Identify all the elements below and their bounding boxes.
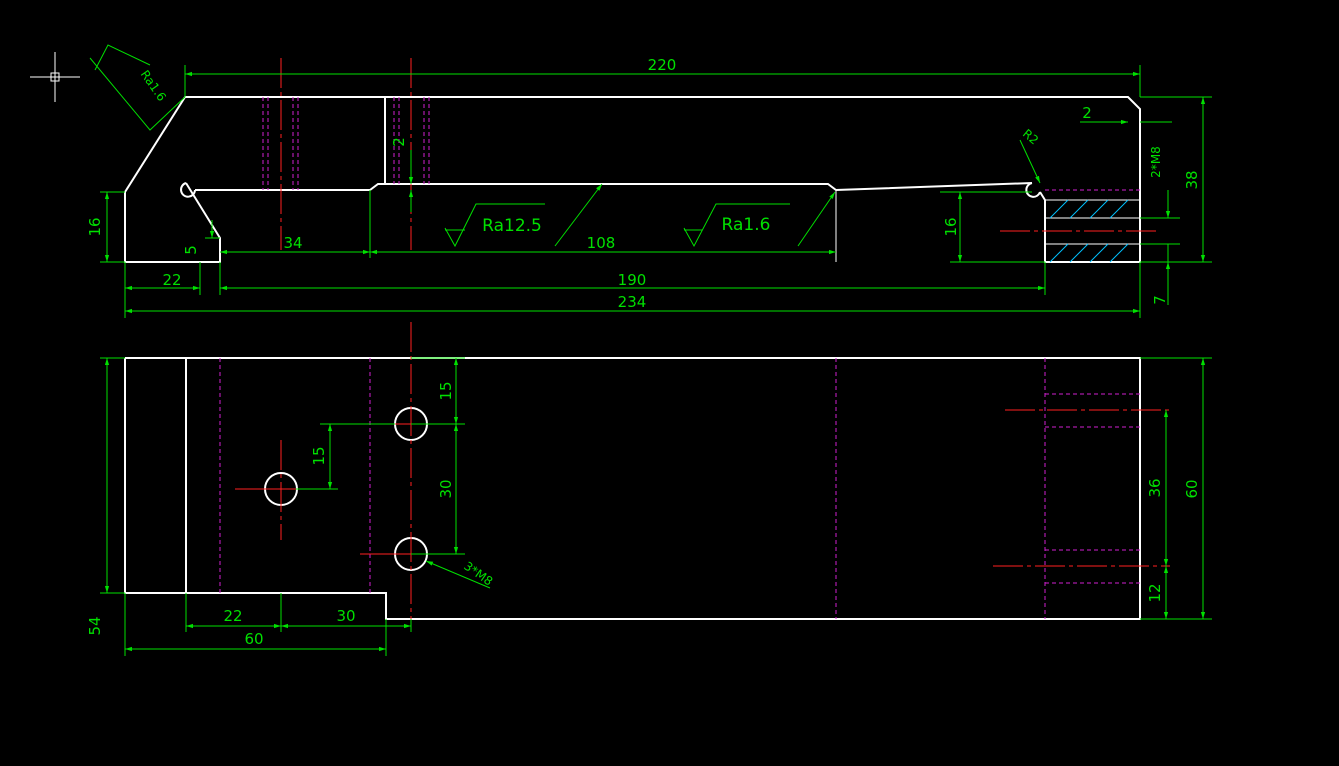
dim-7: 7 xyxy=(1151,295,1169,305)
dim-60-horizontal: 60 xyxy=(244,630,263,648)
roughness-label-mid: Ra12.5 xyxy=(482,216,542,236)
surface-roughness-symbol-icon xyxy=(89,44,186,131)
front-view: 220 234 190 22 5 16 34 2 108 2 16 38 2*M… xyxy=(86,44,1212,318)
roughness-label-right: Ra1.6 xyxy=(722,215,771,235)
dim-36: 36 xyxy=(1146,478,1164,497)
dim-190: 190 xyxy=(618,271,647,289)
top-view-dimensions xyxy=(100,357,1212,656)
crosshair-cursor-icon xyxy=(30,52,80,102)
dim-38: 38 xyxy=(1183,170,1201,189)
thread-note-2m8: 2*M8 xyxy=(1149,146,1163,178)
dim-5: 5 xyxy=(182,245,200,255)
surface-roughness-symbol-icon xyxy=(683,191,836,248)
top-view-hidden-lines xyxy=(219,358,1140,619)
front-view-dimensions xyxy=(100,65,1212,318)
dim-234: 234 xyxy=(618,293,647,311)
dim-108: 108 xyxy=(587,234,616,252)
dim-34: 34 xyxy=(283,234,302,252)
dim-22-top: 22 xyxy=(223,607,242,625)
dim-22-front: 22 xyxy=(162,271,181,289)
dim-30-horizontal: 30 xyxy=(336,607,355,625)
dim-15-top: 15 xyxy=(437,381,455,400)
top-view: 15 30 15 3*M8 54 22 30 60 60 36 12 xyxy=(86,322,1212,656)
surface-roughness-symbol-icon xyxy=(444,183,603,248)
dim-54: 54 xyxy=(86,616,104,635)
front-view-hidden-lines xyxy=(262,97,1140,191)
dim-2-chamfer: 2 xyxy=(1082,104,1092,122)
dim-16-right: 16 xyxy=(942,217,960,236)
dim-60-vertical: 60 xyxy=(1183,479,1201,498)
dim-2-slot: 2 xyxy=(390,137,408,147)
dim-16-left: 16 xyxy=(86,217,104,236)
front-view-hatch xyxy=(1049,199,1129,263)
dim-30-vertical: 30 xyxy=(437,479,455,498)
dim-12: 12 xyxy=(1146,583,1164,602)
dim-220: 220 xyxy=(648,56,677,74)
dim-15-left: 15 xyxy=(310,446,328,465)
